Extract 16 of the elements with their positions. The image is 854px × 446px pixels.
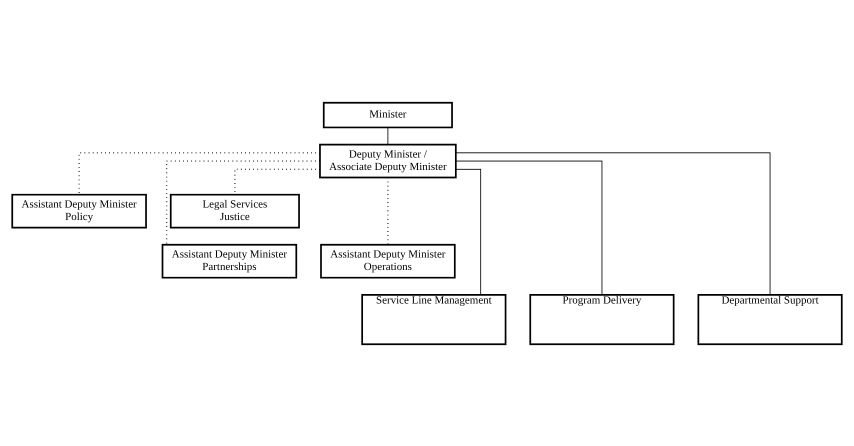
connector <box>455 168 482 295</box>
node-box: Assistant Deputy Minister Partnerships <box>162 243 298 278</box>
connector <box>78 152 320 194</box>
node-box: Minister <box>322 101 453 128</box>
node-box: Service Line Management <box>361 294 506 345</box>
node-box: Departmental Support <box>698 294 843 345</box>
node-box: Assistant Deputy Minister Operations <box>320 243 456 278</box>
connector <box>456 152 770 295</box>
connector <box>387 126 388 144</box>
connector <box>234 168 320 194</box>
connector <box>456 160 602 295</box>
connector <box>166 160 320 244</box>
node-box: Assistant Deputy Minister Policy <box>11 193 147 228</box>
node-box: Legal Services Justice <box>170 193 300 228</box>
node-box: Deputy Minister / Associate Deputy Minister <box>319 143 457 178</box>
node-box: Program Delivery <box>529 294 675 345</box>
